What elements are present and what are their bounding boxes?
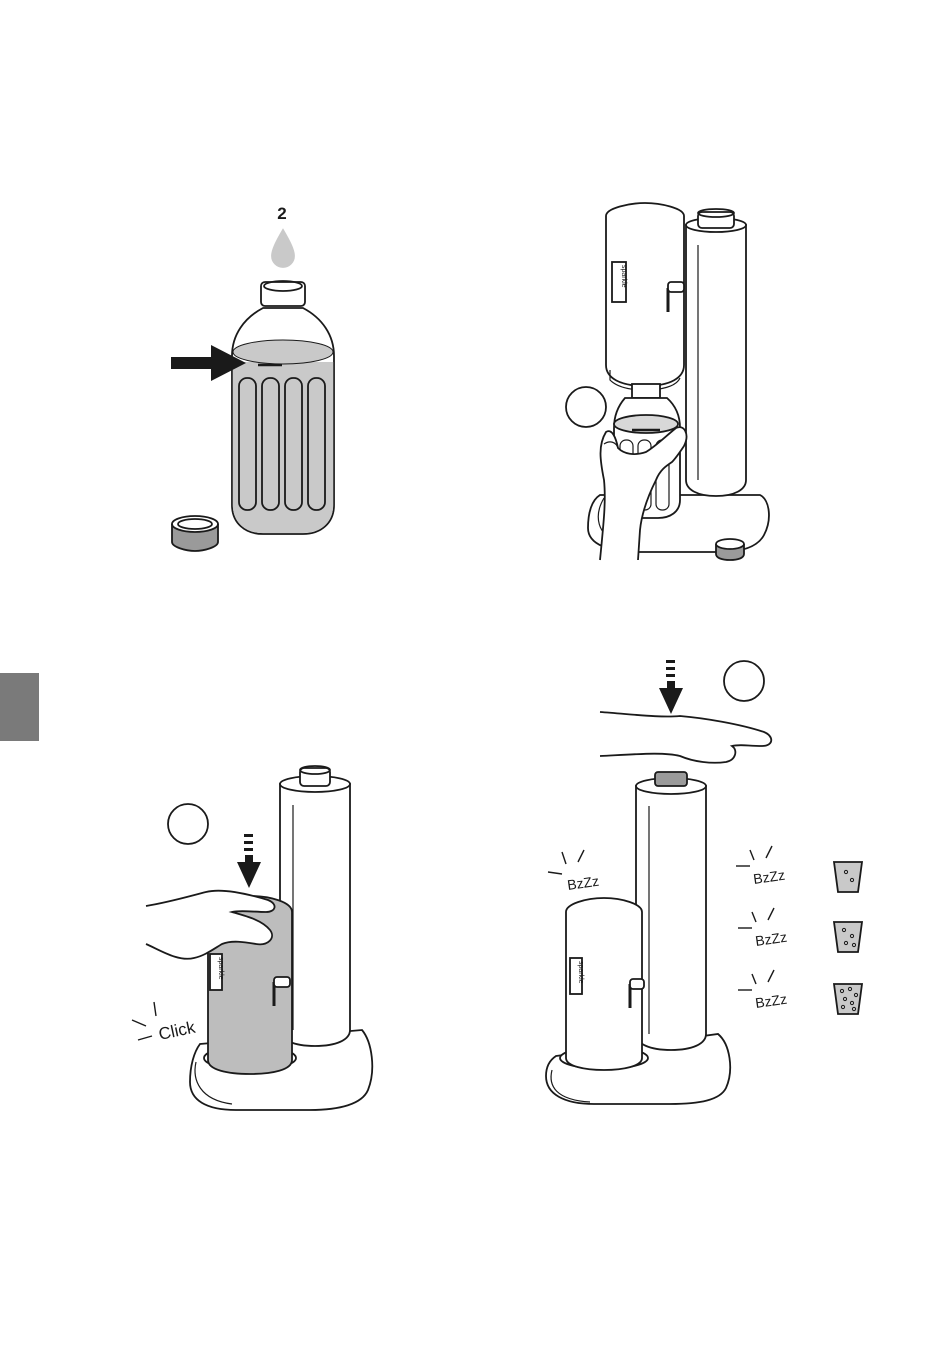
glass-medium-carbonation-icon [834,922,862,952]
glass-low-carbonation-icon [834,862,862,892]
glass-high-carbonation-icon [834,984,862,1014]
water-bottle [232,281,334,534]
step4-panel: sparkle BzZz [546,660,862,1104]
water-drop-icon [272,230,294,267]
click-sound-lines [132,1002,156,1040]
press-down-arrow-icon [237,834,261,888]
buzz-sound-text: BzZz [752,867,786,887]
step-circle [724,661,764,701]
step3-panel: sparkle Click [132,766,372,1110]
step1-panel: 2 [171,204,334,551]
bottle-cap [716,539,744,560]
press-down-arrow-icon [659,660,683,714]
buzz-sound-text: BzZz [566,873,600,893]
click-sound-text: Click [157,1018,197,1044]
svg-text:sparkle: sparkle [577,961,584,984]
bottle-cap [172,516,218,551]
hand [600,712,771,763]
buzz-sound-text: BzZz [754,991,788,1011]
buzz-sound-text: BzZz [754,929,788,949]
step-circle [168,804,208,844]
svg-text:sparkle: sparkle [620,265,627,288]
drop-count: 2 [277,204,286,223]
carbonator-column [636,786,706,1050]
svg-text:sparkle: sparkle [217,957,224,980]
step2-panel: sparkle [566,203,769,560]
water-level [233,362,333,533]
step-circle [566,387,606,427]
side-tab [0,673,39,741]
carbonator-column [686,225,746,496]
